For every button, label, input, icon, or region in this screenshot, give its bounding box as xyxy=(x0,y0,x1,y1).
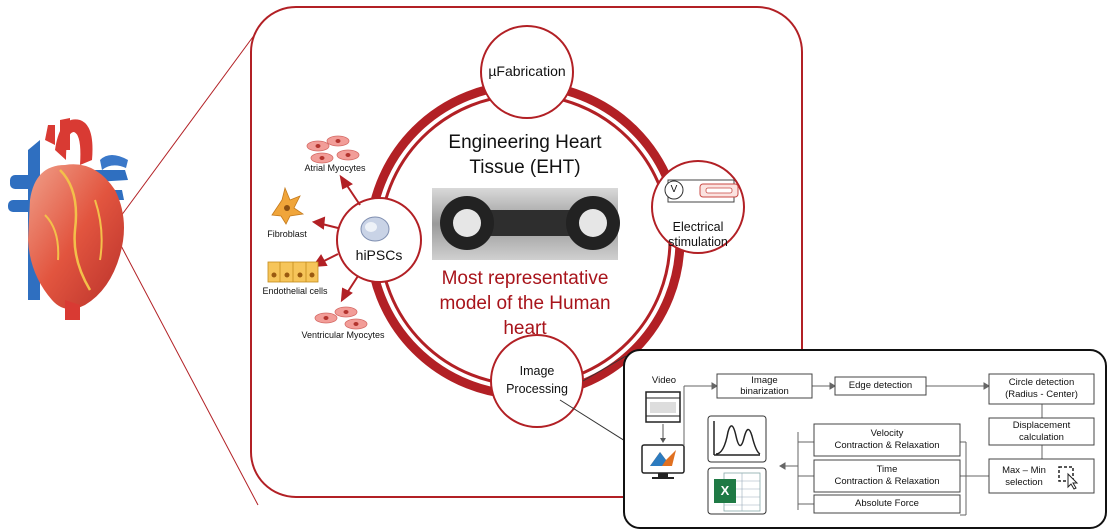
fabrication-node xyxy=(480,25,574,119)
velocity-line-1: Velocity xyxy=(870,428,904,439)
fibroblast-icon xyxy=(271,186,305,225)
processing-line-1: Image xyxy=(519,364,555,378)
inset-link-top xyxy=(582,355,627,382)
binarization-box xyxy=(716,373,813,399)
force-box xyxy=(813,494,961,514)
zoom-line-top xyxy=(117,29,259,221)
ventricular-myocytes-label: Ventricular Myocytes xyxy=(301,330,385,340)
eht-title-text: Engineering Heart Tissue (EHT) xyxy=(448,132,602,178)
eht-tissue-image xyxy=(432,188,620,260)
binarization-line-2: binarization xyxy=(740,386,789,397)
maxmin-box xyxy=(988,458,1095,494)
time-box xyxy=(813,459,961,493)
time-line-2: Contraction & Relaxation xyxy=(834,476,940,487)
atrial-myocytes-icon xyxy=(306,135,360,164)
displacement-line-1: Displacement xyxy=(1012,420,1071,431)
caption-line-1: Most representative xyxy=(441,268,609,289)
velocity-line-2: Contraction & Relaxation xyxy=(834,440,940,451)
ventricular-myocytes-icon xyxy=(314,306,368,330)
maxmin-line-1: Max – Min xyxy=(1002,465,1046,476)
caption-line-3: heart xyxy=(503,318,547,339)
differentiation-arrows xyxy=(311,174,361,303)
time-label: Time Contraction & Relaxation xyxy=(814,464,960,488)
electrical-circuit-icon xyxy=(664,179,739,203)
edge-detection-label: Edge detection xyxy=(848,380,913,391)
stimulation-line-1: Electrical xyxy=(672,220,724,234)
video-icon xyxy=(645,391,681,423)
maxmin-line-2: selection xyxy=(1005,477,1043,488)
circle-detection-box xyxy=(988,373,1095,405)
caption-line-2: model of the Human xyxy=(439,293,611,314)
circle-detection-label: Circle detection (Radius - Center) xyxy=(989,377,1094,401)
force-label: Absolute Force xyxy=(855,498,919,509)
fabrication-label: µFabrication xyxy=(488,63,566,79)
stimulation-label: Electrical stimulation xyxy=(656,220,740,250)
processing-label: Image Processing xyxy=(493,362,581,398)
binarization-label: Image binarization xyxy=(717,375,812,397)
atrial-myocytes-label: Atrial Myocytes xyxy=(304,163,366,173)
fibroblast-label: Fibroblast xyxy=(267,229,307,239)
velocity-box xyxy=(813,423,961,457)
displacement-label: Displacement calculation xyxy=(989,420,1094,443)
maxmin-label: Max – Min selection xyxy=(992,465,1056,489)
endothelial-label: Endothelial cells xyxy=(262,286,328,296)
displacement-box xyxy=(988,417,1095,446)
zoom-line-bottom xyxy=(117,239,259,506)
excel-letter: X xyxy=(720,483,730,498)
hipsc-label: hiPSCs xyxy=(355,247,403,263)
edge-detection-box xyxy=(834,376,927,396)
endothelial-cells-icon xyxy=(267,261,319,283)
processing-line-2: Processing xyxy=(506,382,568,396)
video-label: Video xyxy=(651,375,677,386)
circle-line-2: (Radius - Center) xyxy=(1005,389,1078,400)
time-line-1: Time xyxy=(876,464,898,475)
selection-cursor-icon xyxy=(1058,466,1079,490)
binarization-line-1: Image xyxy=(751,375,778,386)
matlab-monitor-icon xyxy=(641,444,685,479)
stimulation-line-2: stimulation xyxy=(668,235,728,249)
stem-cell-icon xyxy=(360,216,390,242)
waveform-graph-icon xyxy=(707,415,767,463)
displacement-line-2: calculation xyxy=(1019,431,1064,443)
pipeline-connectors xyxy=(683,382,1043,516)
voltmeter-label: V xyxy=(670,184,678,195)
heart-illustration xyxy=(8,118,128,320)
circle-line-1: Circle detection xyxy=(1008,377,1075,388)
representative-caption: Most representative model of the Human h… xyxy=(405,266,645,341)
excel-file-icon xyxy=(707,467,767,515)
eht-title: Engineering Heart Tissue (EHT) xyxy=(420,130,630,180)
velocity-label: Velocity Contraction & Relaxation xyxy=(814,428,960,452)
